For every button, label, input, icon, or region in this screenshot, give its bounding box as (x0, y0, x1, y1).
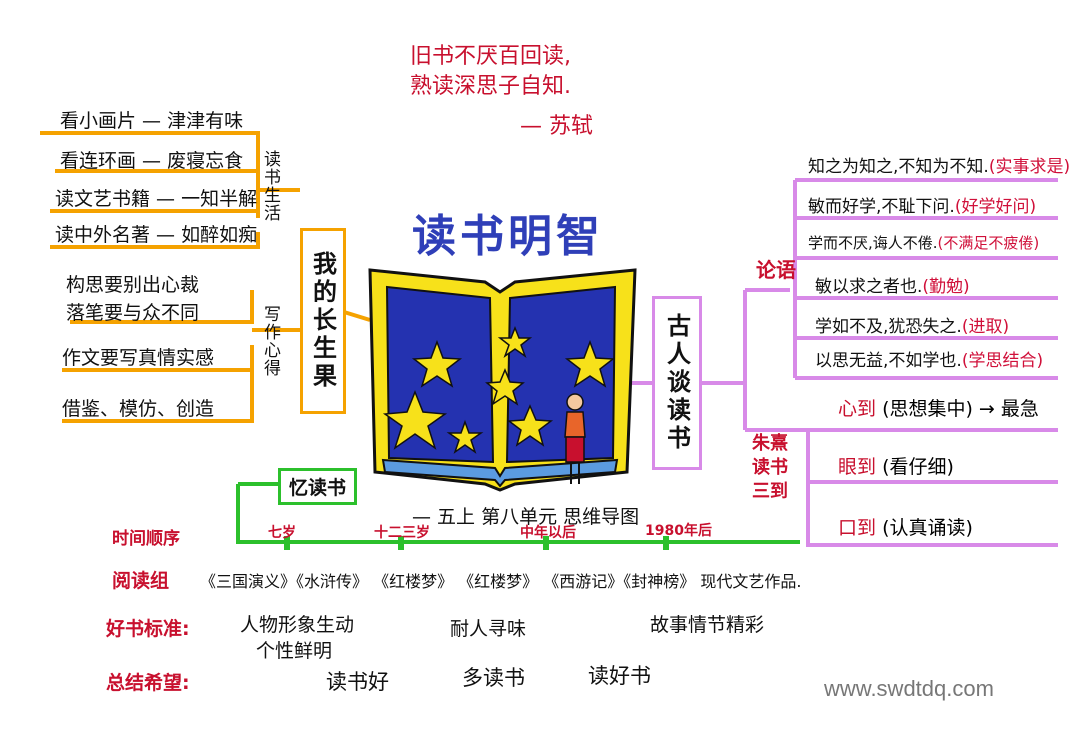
ancients-on-reading-node: 古人谈读书 (652, 296, 702, 470)
summary-item-1: 读书好 (326, 670, 389, 694)
reading-life-label: 读书生活 (260, 150, 280, 222)
reading-life-item-3: 读文艺书籍 — 一知半解 (55, 188, 258, 210)
lunyu-label: 论语 (756, 258, 796, 282)
lunyu-quote-6: 以思无益,不如学也.(学思结合) (815, 351, 1044, 371)
summary-label: 总结希望: (106, 672, 190, 694)
lunyu-quote-4: 敏以求之者也.(勤勉) (815, 277, 970, 297)
writing-label: 写作心得 (260, 305, 280, 377)
page-title: 读书明智 (412, 211, 604, 262)
zhuxi-item-heart: 心到 (思想集中) → 最急 (838, 398, 1039, 420)
standard-item-3: 耐人寻味 (450, 618, 527, 640)
writing-item-4: 借鉴、模仿、创造 (62, 398, 215, 420)
timeline-tick-4: 1980年后 (645, 523, 712, 539)
poem-line-2: 熟读深思子自知. (410, 74, 571, 99)
reading-life-item-4: 读中外名著 — 如醉如痴 (55, 224, 258, 246)
longevity-fruit-label: 我的长生果 (308, 251, 337, 391)
memory-reading-node: 忆读书 (278, 468, 358, 505)
writing-item-3: 作文要写真情实感 (62, 347, 215, 369)
good-book-standard-label: 好书标准: (106, 618, 190, 640)
ancients-on-reading-label: 古人谈读书 (662, 313, 691, 453)
reading-group-text: 《三国演义》《水浒传》 《红楼梦》 《红楼梦》 《西游记》《封神榜》 现代文艺作… (200, 572, 802, 591)
timeline-tick-1: 七岁 (268, 525, 296, 541)
zhuxi-item-mouth: 口到 (认真诵读) (838, 517, 973, 539)
standard-item-1: 人物形象生动 (240, 614, 355, 636)
poem-author: — 苏轼 (520, 114, 593, 139)
longevity-fruit-node: 我的长生果 (300, 228, 346, 414)
writing-item-2: 落笔要与众不同 (66, 302, 200, 324)
open-book-illustration (368, 268, 637, 492)
poem-line-1: 旧书不厌百回读, (410, 44, 571, 69)
lunyu-quote-1: 知之为知之,不知为不知.(实事求是) (808, 157, 1071, 177)
reading-group-label: 阅读组 (112, 570, 170, 592)
timeline-label: 时间顺序 (112, 529, 180, 549)
subtitle: — 五上 第八单元 思维导图 (412, 506, 640, 528)
lunyu-quote-2: 敏而好学,不耻下问.(好学好问) (808, 197, 1037, 217)
reading-life-item-2: 看连环画 — 废寝忘食 (60, 150, 244, 172)
summary-item-3: 读好书 (588, 664, 651, 688)
summary-item-2: 多读书 (462, 666, 525, 690)
lunyu-quote-5: 学如不及,犹恐失之.(进取) (815, 317, 1010, 337)
writing-item-1: 构思要别出心裁 (66, 274, 200, 296)
lunyu-quote-3: 学而不厌,诲人不倦.(不满足不疲倦) (808, 234, 1040, 252)
standard-item-2: 个性鲜明 (256, 640, 333, 662)
standard-item-4: 故事情节精彩 (650, 614, 765, 636)
reading-life-item-1: 看小画片 — 津津有味 (60, 110, 244, 132)
zhuxi-label: 朱熹读书三到 (752, 433, 788, 502)
timeline-tick-2: 十二三岁 (374, 525, 430, 541)
zhuxi-item-eye: 眼到 (看仔细) (838, 456, 954, 478)
timeline-tick-3: 中年以后 (520, 525, 576, 541)
watermark: www.swdtdq.com (824, 676, 994, 701)
